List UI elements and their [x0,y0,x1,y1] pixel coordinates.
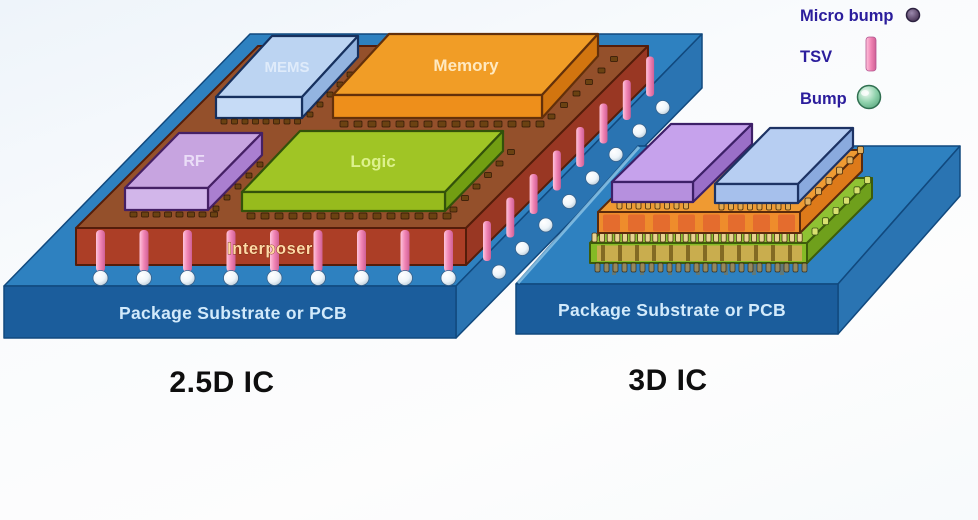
legend-bump-label: Bump [800,90,847,108]
logic-chip-label: Logic [350,152,395,171]
orange-die-tsv-mottling [603,214,795,232]
mems-microbump-row [220,118,301,125]
green-die-silicon-area [597,245,802,261]
legend-item-bump: Bump [800,84,882,110]
blue-top-chip [713,126,855,205]
memory-microbump-row-diagonal [547,56,618,120]
memory-microbump-row [339,120,545,128]
legend-tsv-label: TSV [800,48,832,66]
memory-chip-label: Memory [433,56,499,75]
logic-chip [240,129,505,213]
blue-chip-front-face [713,182,800,205]
rf-chip-label: RF [183,153,205,170]
mems-chip-label: MEMS [265,59,310,76]
right-substrate-label: Package Substrate or PCB [558,300,786,320]
3d-ic-group: Package Substrate or PCB 3D IC [515,122,961,397]
logic-chip-front-face [240,190,447,213]
logic-microbump-row [246,212,452,220]
interposer-front-bump-row [92,270,457,286]
legend-item-tsv: TSV [800,36,877,72]
mems-chip [214,34,360,120]
legend-item-micro-bump: Micro bump [800,7,921,25]
interposer-side-bump-row [491,100,671,280]
purple-chip-front-face [610,180,695,204]
substrate-bump-row [594,262,808,273]
bump-icon [856,84,882,110]
2-5d-ic-group: MEMS Memory RF Logic Interposer Package … [3,32,703,399]
left-substrate-label: Package Substrate or PCB [119,303,347,323]
right-substrate-front-face [515,283,839,335]
rf-chip [123,131,264,212]
orange-die-front-face [597,211,801,234]
interposer-side-tsv-row [483,56,655,261]
right-substrate-edge-highlight [516,146,641,284]
interposer-front-tsv-row [96,230,453,272]
green-top-microbump-row-diagonal [811,176,871,236]
memory-chip [331,32,600,120]
micro-bump-icon [905,7,921,23]
left-substrate-front-face [3,285,457,339]
memory-chip-front-face [331,93,544,120]
rf-microbump-row [129,211,218,218]
orange-top-microbump-row-diagonal [804,146,864,206]
rf-microbump-row-diagonal [212,161,264,212]
legend-micro-bump-label: Micro bump [800,7,894,25]
tsv-icon [865,36,877,72]
bump-icon-highlight [861,90,869,96]
rf-chip-front-face [123,186,210,212]
right-caption: 3D IC [628,364,707,397]
interposer-label: Interposer [227,240,313,258]
purple-top-chip [610,122,754,204]
green-die-tsv-streaks [601,245,792,261]
mems-chip-front-face [214,95,304,120]
logic-microbump-row-diagonal [449,149,515,213]
left-caption: 2.5D IC [169,366,274,399]
legend: Micro bump TSV Bump [800,7,921,110]
